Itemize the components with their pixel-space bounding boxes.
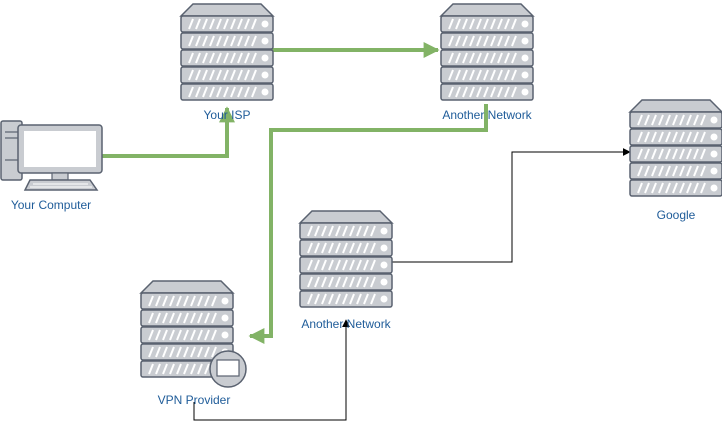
edge-another-network-mid-to-google (392, 148, 631, 263)
edge-vpn-to-another-network-mid (193, 319, 350, 421)
vpn-server-icon (140, 280, 247, 388)
server-rack-icon (180, 3, 274, 101)
node-label: Your Computer (11, 198, 91, 212)
server-rack-icon (299, 210, 393, 308)
node-label: Google (657, 208, 696, 222)
node-your-isp[interactable]: Your ISP (180, 3, 274, 122)
desktop-computer-icon (0, 120, 103, 191)
node-label: Another Network (301, 317, 391, 331)
node-vpn-provider[interactable]: VPN Provider (140, 280, 247, 407)
node-label: VPN Provider (158, 393, 231, 407)
node-your-computer[interactable]: Your Computer (0, 120, 103, 212)
edges (102, 42, 631, 421)
node-label: Your ISP (204, 108, 251, 122)
node-another-network-mid[interactable]: Another Network (299, 210, 393, 331)
edge-another-network-top-to-vpn (248, 104, 488, 344)
node-label: Another Network (442, 108, 532, 122)
node-google[interactable]: Google (629, 99, 722, 222)
node-another-network-top[interactable]: Another Network (440, 3, 534, 122)
server-rack-icon (440, 3, 534, 101)
server-rack-icon (629, 99, 722, 197)
edge-computer-to-isp (102, 106, 235, 158)
